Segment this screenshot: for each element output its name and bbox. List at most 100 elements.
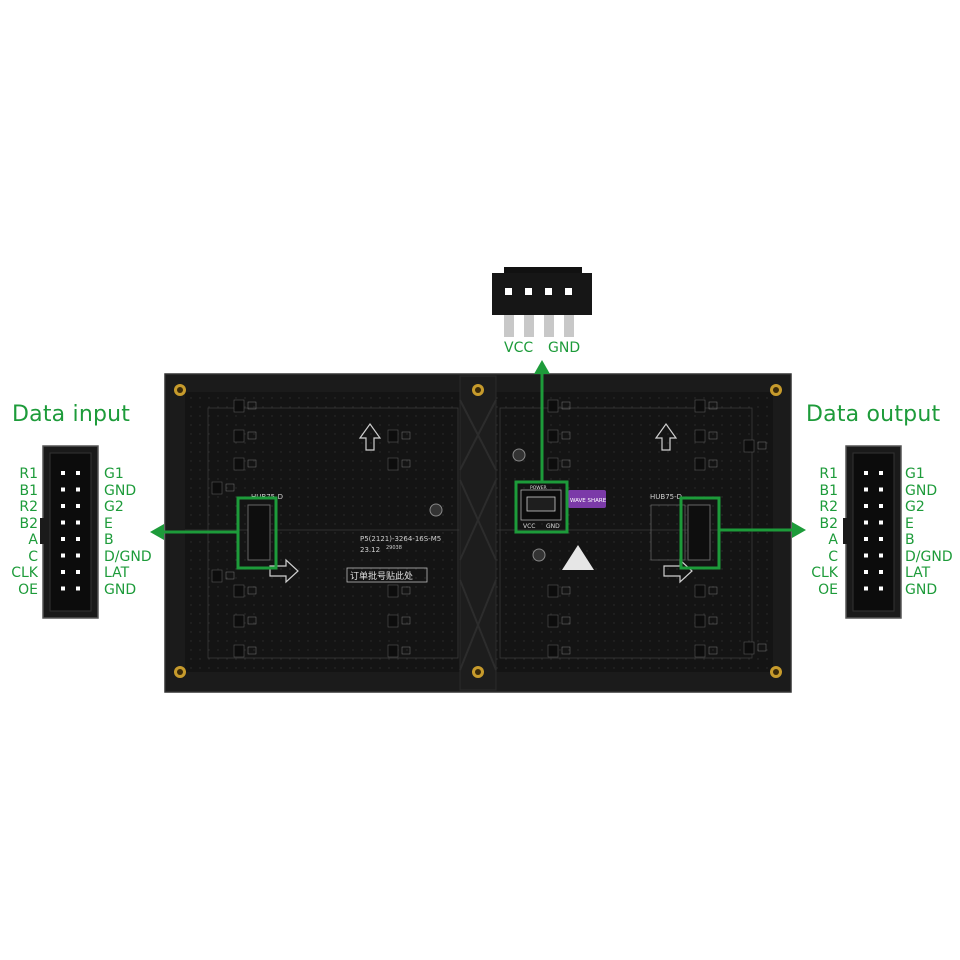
pin-label: R2 bbox=[819, 499, 838, 515]
driver-chips bbox=[211, 399, 767, 658]
chip-label-box bbox=[225, 571, 235, 580]
pin-label: CLK bbox=[11, 565, 38, 581]
chip-label-box bbox=[401, 646, 411, 655]
driver-chip bbox=[387, 429, 399, 443]
chip-label-box bbox=[708, 401, 718, 410]
output-connector bbox=[843, 445, 902, 619]
pin-label: B2 bbox=[819, 515, 838, 532]
driver-chip bbox=[387, 584, 399, 598]
driver-chip bbox=[233, 399, 245, 413]
power-highlight-box bbox=[514, 480, 569, 534]
pin-label: E bbox=[104, 515, 113, 532]
pin-label: LAT bbox=[905, 565, 931, 581]
connector-pin bbox=[76, 570, 80, 574]
connector-pin bbox=[864, 570, 868, 574]
pin-label: OE bbox=[18, 581, 38, 598]
pin-label: G1 bbox=[905, 466, 925, 482]
driver-chip bbox=[694, 457, 706, 471]
input-pins-right: G1 GND G2 E B D/GND LAT GND bbox=[104, 466, 152, 598]
pin-label: GND bbox=[104, 581, 137, 598]
connector-pin bbox=[879, 504, 883, 508]
input-connector-pins bbox=[61, 471, 80, 591]
input-connector bbox=[40, 445, 99, 619]
connector-pin bbox=[61, 586, 65, 591]
pin-label: D/GND bbox=[104, 548, 152, 565]
input-highlight-box bbox=[236, 496, 278, 570]
connector-pin bbox=[864, 520, 868, 525]
driver-chip bbox=[694, 584, 706, 598]
driver-chip bbox=[694, 644, 706, 658]
chip-label-box bbox=[561, 586, 571, 595]
data-input-title: Data input bbox=[12, 402, 131, 427]
chip-label-box bbox=[401, 459, 411, 468]
connector-pin bbox=[76, 504, 80, 508]
connector-pin bbox=[61, 520, 65, 525]
pin-label: D/GND bbox=[905, 548, 953, 565]
driver-chip bbox=[694, 429, 706, 443]
driver-chip bbox=[211, 569, 223, 583]
pin-label: OE bbox=[818, 581, 838, 598]
chip-label-box bbox=[708, 616, 718, 625]
connector-pin bbox=[864, 537, 868, 541]
brand-label: WAVE SHARE bbox=[570, 498, 607, 504]
connector-pin bbox=[879, 570, 883, 574]
connector-pin bbox=[864, 487, 868, 492]
pin-label: B bbox=[905, 532, 915, 548]
driver-chip bbox=[547, 399, 559, 413]
pin-label: C bbox=[28, 548, 38, 565]
chip-label-box bbox=[247, 586, 257, 595]
pin-label: CLK bbox=[811, 565, 838, 581]
chip-label-box bbox=[561, 431, 571, 440]
driver-chip bbox=[547, 429, 559, 443]
led-panel-board bbox=[164, 373, 792, 693]
driver-chip bbox=[233, 584, 245, 598]
pin-label: A bbox=[28, 532, 38, 548]
chip-label-box bbox=[561, 401, 571, 410]
model-label: P5(2121)-3264-16S-M5 bbox=[360, 535, 441, 543]
chip-label-box bbox=[401, 586, 411, 595]
connector-pin bbox=[879, 520, 883, 525]
connector-pin bbox=[879, 586, 883, 591]
chip-label-box bbox=[561, 616, 571, 625]
pin-label: C bbox=[828, 548, 838, 565]
date-label: 23.12 bbox=[360, 546, 380, 554]
pin-label: G2 bbox=[104, 499, 124, 515]
chip-label-box bbox=[247, 431, 257, 440]
driver-chip bbox=[233, 614, 245, 628]
connector-pin bbox=[879, 471, 883, 475]
pin-label: GND bbox=[905, 482, 938, 499]
connector-pin bbox=[76, 471, 80, 475]
board-gnd-label: GND bbox=[546, 523, 560, 530]
chip-label-box bbox=[757, 643, 767, 652]
driver-chip bbox=[233, 644, 245, 658]
chip-label-box bbox=[247, 616, 257, 625]
pin-label: GND bbox=[905, 581, 938, 598]
output-pins-left: R1 B1 R2 B2 A C CLK OE bbox=[802, 466, 838, 598]
driver-chip bbox=[387, 644, 399, 658]
chip-label-box bbox=[757, 441, 767, 450]
connector-pin bbox=[879, 553, 883, 558]
driver-chip bbox=[743, 439, 755, 453]
driver-chip bbox=[547, 644, 559, 658]
chip-label-box bbox=[708, 646, 718, 655]
pin-label: G1 bbox=[104, 466, 124, 482]
board-vcc-label: VCC bbox=[523, 523, 535, 530]
connector-pin bbox=[864, 504, 868, 508]
chip-label-box bbox=[561, 646, 571, 655]
pin-label: GND bbox=[104, 482, 137, 499]
chip-label-box bbox=[561, 459, 571, 468]
connector-pin bbox=[61, 570, 65, 574]
driver-chip bbox=[694, 614, 706, 628]
pin-label: LAT bbox=[104, 565, 130, 581]
driver-chip bbox=[547, 584, 559, 598]
data-output-title: Data output bbox=[806, 402, 941, 427]
connector-pin bbox=[879, 487, 883, 492]
driver-chip bbox=[387, 614, 399, 628]
chip-label-box bbox=[401, 616, 411, 625]
order-label: 订单批号贴此处 bbox=[350, 570, 413, 582]
driver-chip bbox=[387, 457, 399, 471]
pin-label: B2 bbox=[19, 515, 38, 532]
pin-label: R2 bbox=[19, 499, 38, 515]
chip-label-box bbox=[708, 586, 718, 595]
power-gnd-label: GND bbox=[548, 340, 580, 356]
